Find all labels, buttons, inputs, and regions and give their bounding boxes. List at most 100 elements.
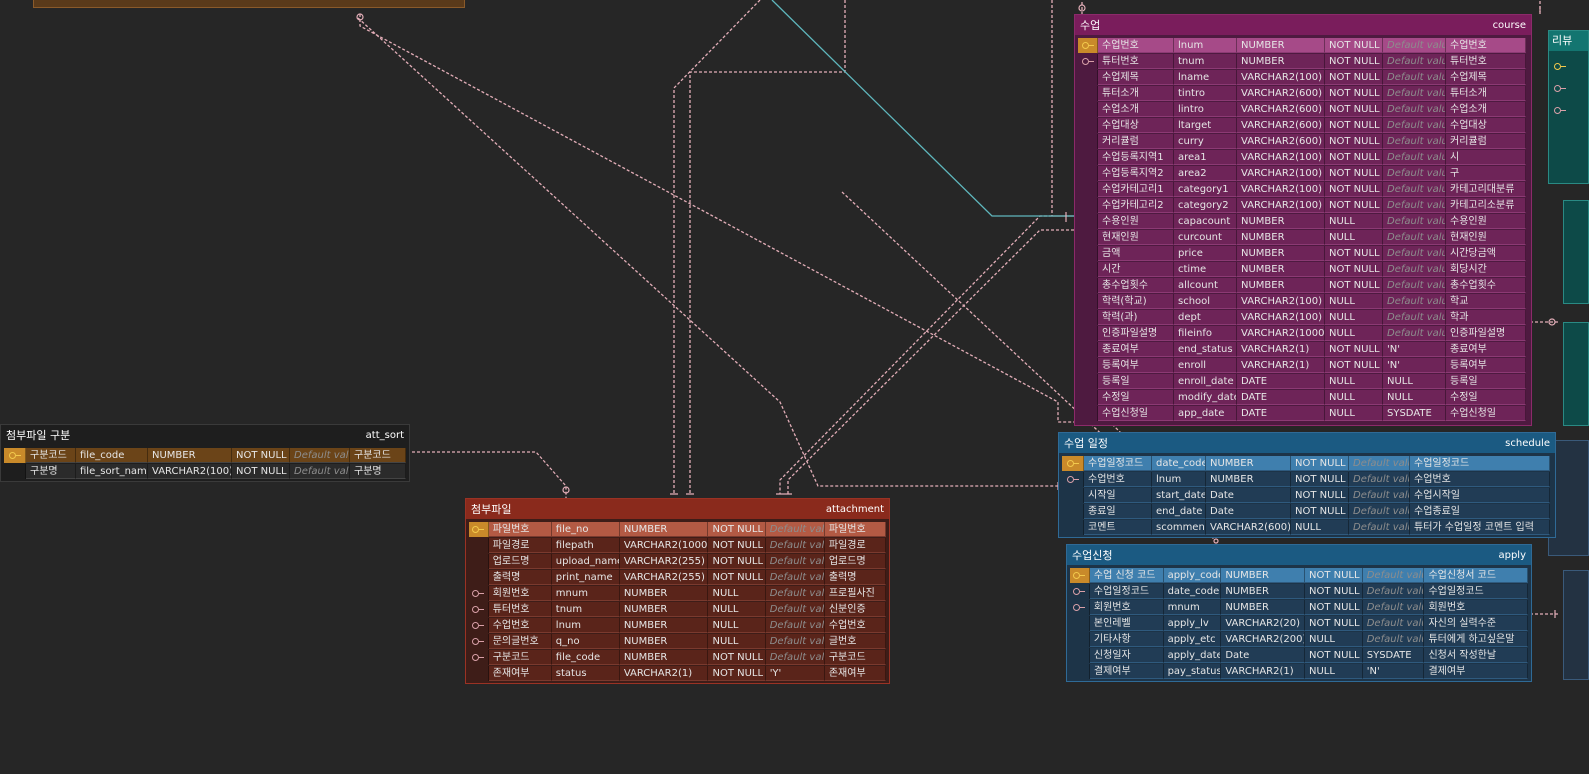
column-field: lintro bbox=[1174, 101, 1237, 117]
column-null: NULL bbox=[1325, 373, 1383, 389]
column-name: 구분코드 bbox=[26, 447, 76, 463]
table-logical-name: 첨부파일 구분 bbox=[6, 429, 71, 442]
column-default: Default value bbox=[1349, 455, 1410, 471]
column-name: 구분코드 bbox=[488, 649, 552, 665]
table-header[interactable]: 수업 course bbox=[1075, 15, 1531, 35]
table-physical-name: course bbox=[1492, 19, 1526, 31]
column-name: 수정일 bbox=[1098, 389, 1174, 405]
partial-table-right-1[interactable] bbox=[1563, 200, 1589, 304]
column-default: Default value bbox=[1383, 133, 1446, 149]
column-comment: 튜터에게 하고싶은말 bbox=[1424, 631, 1528, 647]
column-comment: 파일경로 bbox=[824, 537, 886, 553]
column-key-cell bbox=[4, 463, 26, 479]
column-comment: 결제여부 bbox=[1424, 663, 1528, 679]
column-type: NUMBER bbox=[1206, 471, 1291, 487]
clipped-table-top[interactable] bbox=[33, 0, 465, 8]
column-default: Default value bbox=[1349, 503, 1410, 519]
column-field: apply_etc bbox=[1163, 631, 1222, 647]
table-header[interactable]: 첨부파일 attachment bbox=[466, 499, 889, 519]
column-field: print_name bbox=[551, 569, 620, 585]
column-default: Default value bbox=[765, 601, 825, 617]
relation-endpoint bbox=[1078, 4, 1086, 12]
table-header[interactable]: 수업 일정 schedule bbox=[1059, 433, 1555, 453]
column-type: VARCHAR2(1000) bbox=[619, 537, 709, 553]
column-field: date_code bbox=[1163, 583, 1222, 599]
column-default: SYSDATE bbox=[1362, 647, 1425, 663]
partial-table-right-4[interactable] bbox=[1563, 570, 1589, 680]
column-default: Default value bbox=[765, 553, 825, 569]
column-type: VARCHAR2(1000) bbox=[1237, 325, 1325, 341]
column-comment: 수업번호 bbox=[1446, 37, 1526, 53]
column-type: VARCHAR2(100) bbox=[148, 463, 232, 479]
table-header[interactable]: 첨부파일 구분 att_sort bbox=[1, 425, 409, 445]
column-name: 시작일 bbox=[1084, 487, 1152, 503]
table-physical-name: att_sort bbox=[365, 429, 404, 441]
table-header[interactable]: 수업신청 apply bbox=[1067, 545, 1531, 565]
column-type: NUMBER bbox=[1237, 53, 1325, 69]
column-default: Default value bbox=[1383, 197, 1446, 213]
column-name: 금액 bbox=[1098, 245, 1174, 261]
column-field: lnum bbox=[1174, 37, 1237, 53]
column-comment: 튜터번호 bbox=[1446, 53, 1526, 69]
partial-table-review[interactable]: 리뷰 bbox=[1548, 30, 1589, 184]
partial-table-right-2[interactable] bbox=[1563, 322, 1589, 426]
column-null: NOT NULL bbox=[708, 521, 766, 537]
column-name: 존재여부 bbox=[488, 665, 552, 681]
column-key-cell bbox=[1070, 663, 1090, 679]
